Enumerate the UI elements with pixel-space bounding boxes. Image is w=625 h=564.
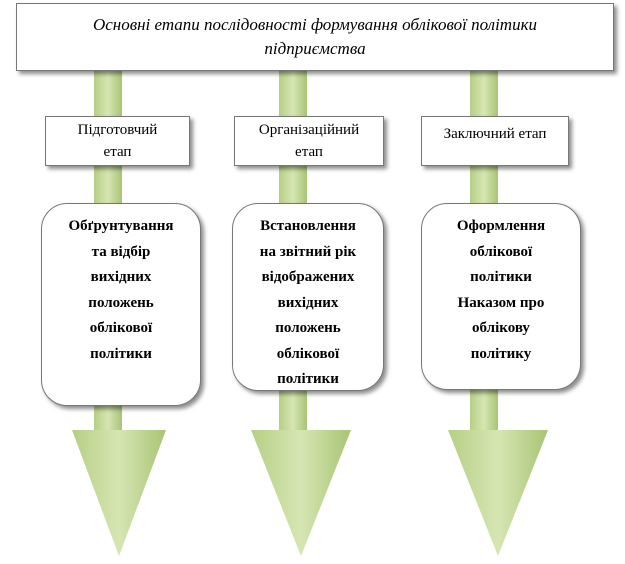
stage-box-organizational: Організаційний етап [234, 116, 384, 166]
stage-label-line-1: Підготовчий [77, 122, 158, 138]
stage-description-text: Оформлення облікової політики Наказом пр… [456, 218, 546, 362]
stage-label-line-1: Організаційний [258, 122, 360, 138]
stage-description-text: Обґрунтування та відбір вихідних положен… [68, 218, 174, 362]
stage-label-line-1: Заключний етап [443, 126, 547, 142]
stage-description-organizational: Встановлення на звітний рік відображених… [232, 203, 384, 391]
stage-description-preparatory: Обґрунтування та відбір вихідних положен… [41, 203, 201, 406]
stage-description-final: Оформлення облікової політики Наказом пр… [421, 203, 581, 390]
stage-label-line-2: етап [103, 144, 132, 160]
title-line-2: підприємства [264, 39, 366, 58]
diagram-title: Основні етапи послідовності формування о… [16, 3, 614, 71]
stage-box-final: Заключний етап [421, 116, 569, 166]
stage-box-preparatory: Підготовчий етап [45, 116, 190, 166]
title-line-1: Основні етапи послідовності формування о… [92, 15, 538, 34]
stage-label-line-2: етап [295, 144, 323, 160]
stage-description-text: Встановлення на звітний рік відображених… [259, 218, 357, 387]
